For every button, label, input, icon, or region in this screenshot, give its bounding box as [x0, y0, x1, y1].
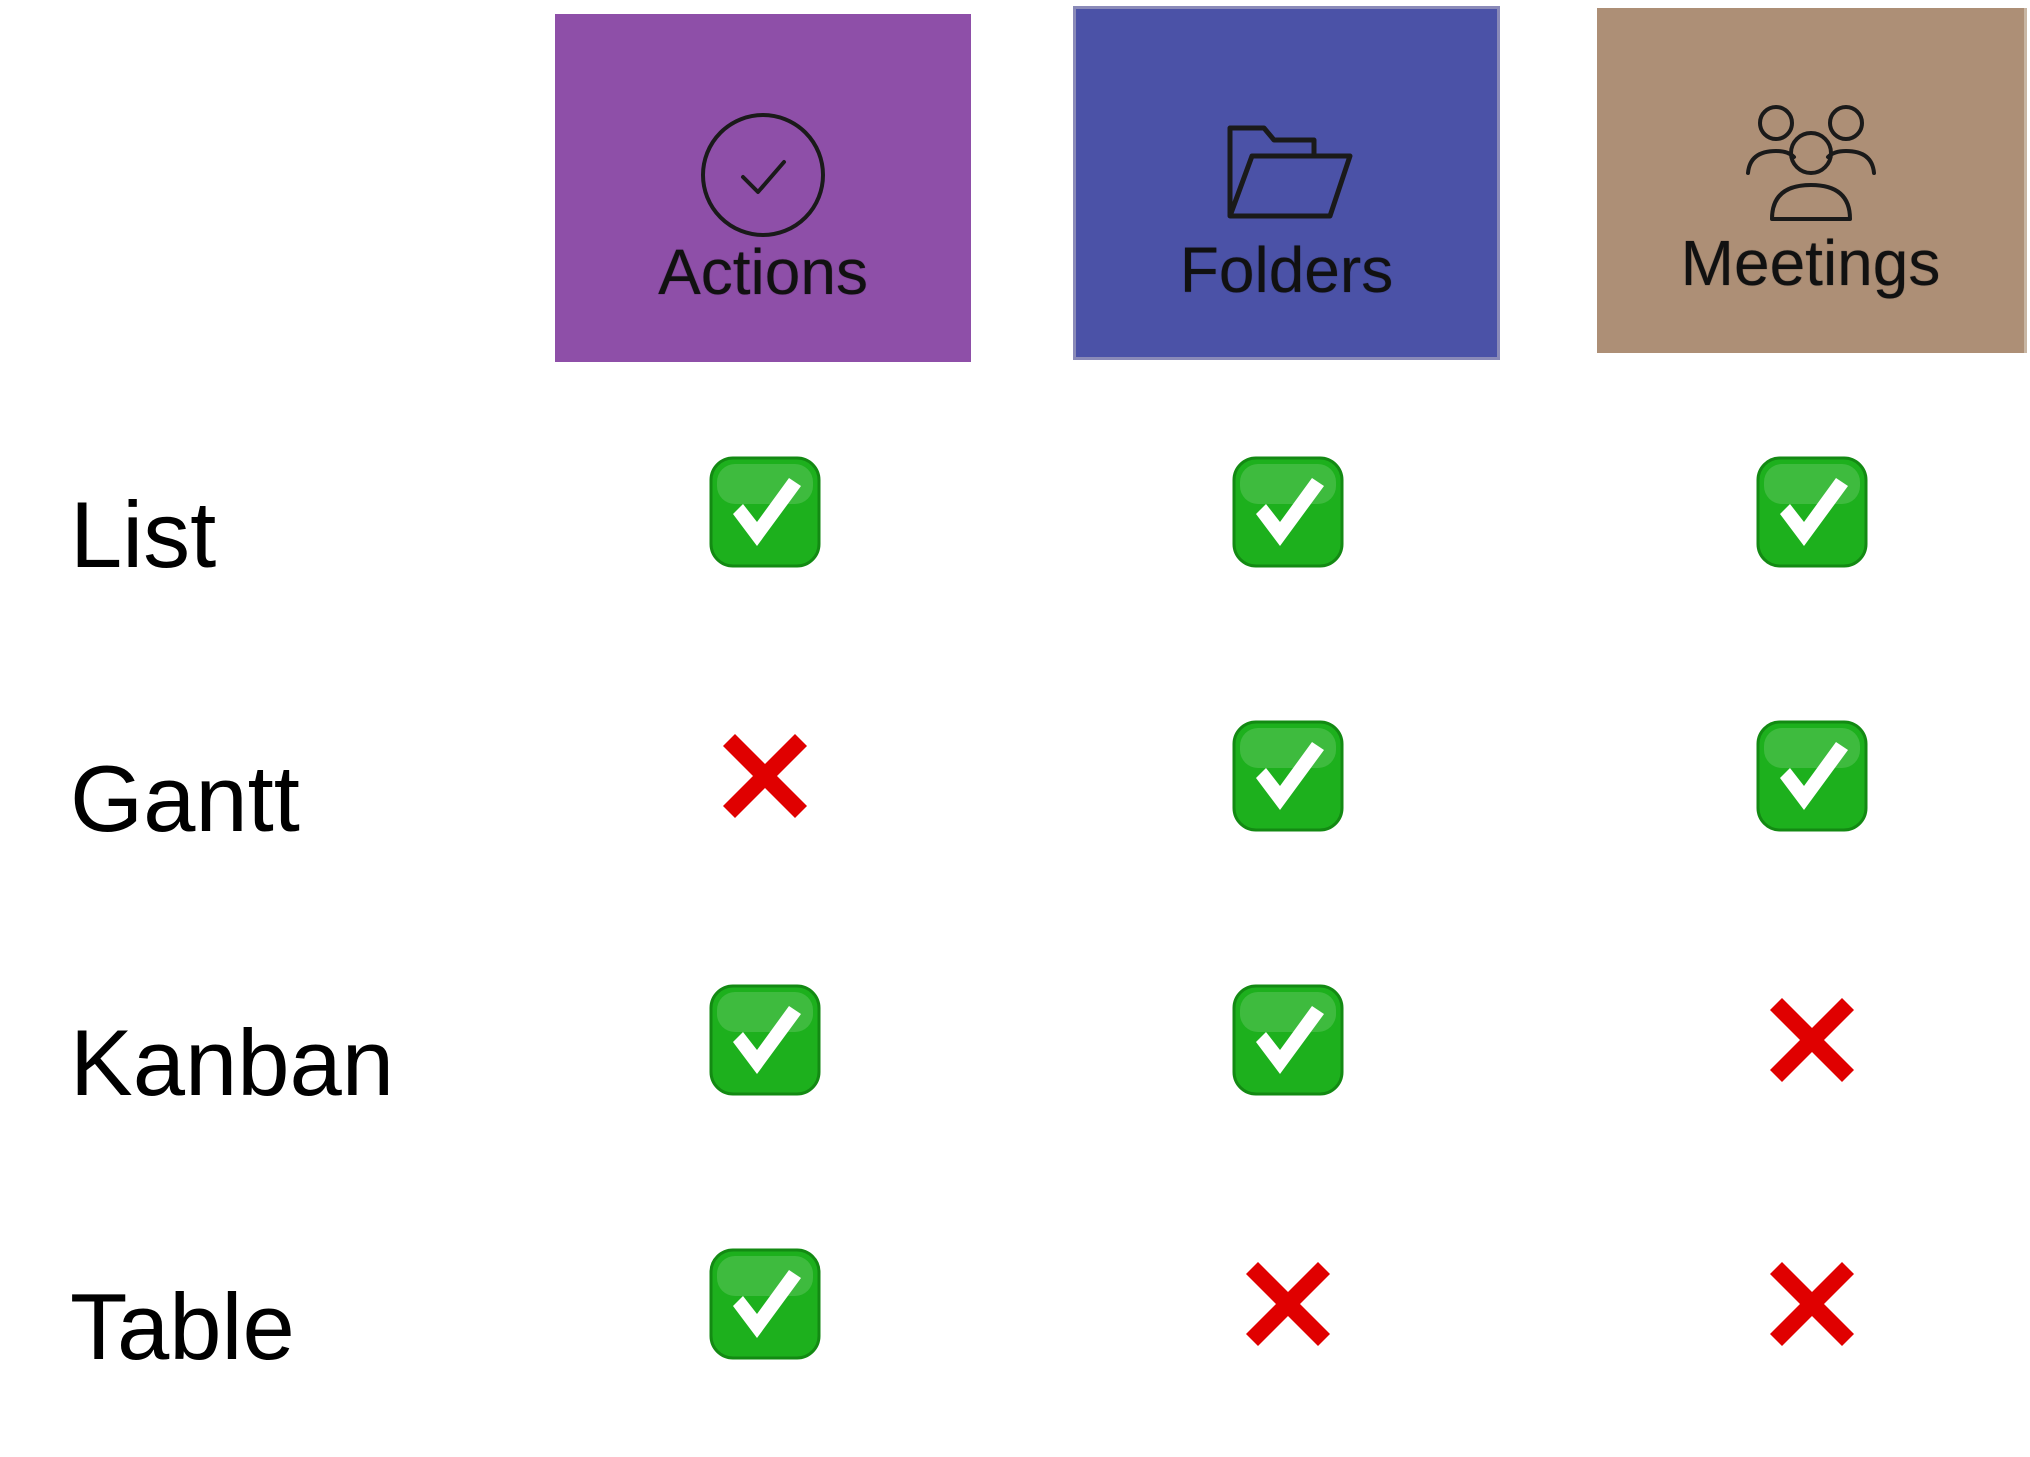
green-check-icon: [1756, 720, 1868, 832]
row-label-table: Table: [70, 1274, 295, 1379]
column-header-meetings: Meetings: [1597, 8, 2027, 353]
red-x-icon: [1756, 984, 1868, 1096]
green-check-icon: [1232, 984, 1344, 1096]
column-header-actions: Actions: [555, 14, 971, 362]
folder-open-icon: [1227, 125, 1352, 219]
green-check-icon: [1756, 456, 1868, 568]
green-check-icon: [709, 1248, 821, 1360]
column-label-actions: Actions: [658, 236, 868, 308]
row-label-kanban: Kanban: [70, 1010, 395, 1115]
green-check-icon: [709, 456, 821, 568]
green-check-icon: [709, 984, 821, 1096]
column-label-meetings: Meetings: [1680, 227, 1941, 299]
red-x-icon: [1756, 1248, 1868, 1360]
row-label-list: List: [70, 482, 217, 587]
column-header-folders: Folders: [1073, 6, 1500, 360]
column-label-folders: Folders: [1179, 234, 1394, 306]
row-label-gantt: Gantt: [70, 746, 300, 851]
check-circle-icon: [701, 113, 825, 237]
people-group-icon: [1745, 105, 1876, 221]
red-x-icon: [709, 720, 821, 832]
green-check-icon: [1232, 456, 1344, 568]
green-check-icon: [1232, 720, 1344, 832]
red-x-icon: [1232, 1248, 1344, 1360]
